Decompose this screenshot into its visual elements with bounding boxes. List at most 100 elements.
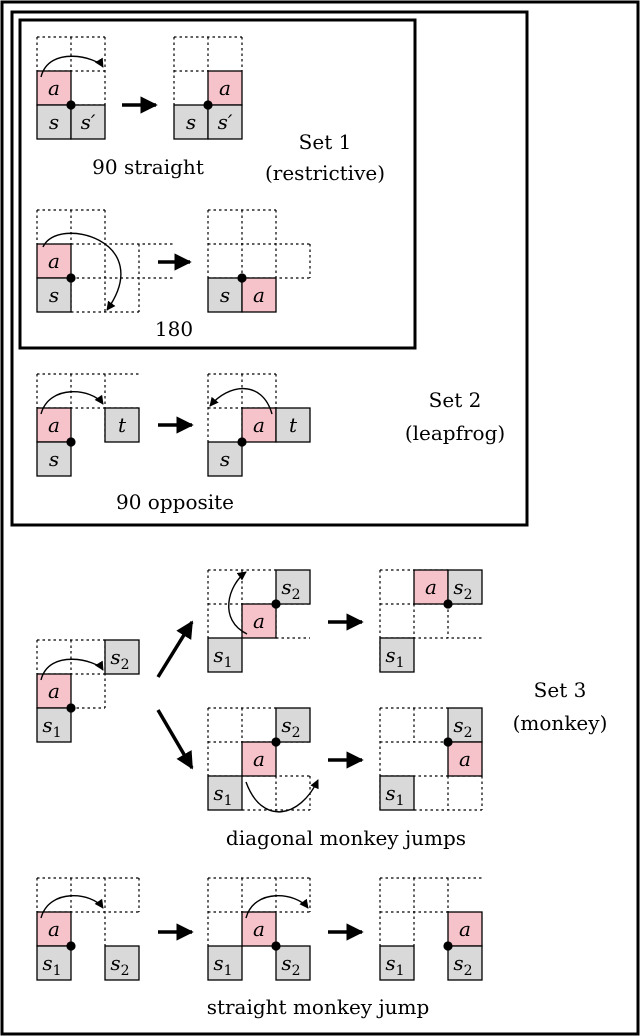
cell-label-subscript: 1 (224, 963, 233, 979)
cell-label-sp: s′ (218, 110, 233, 134)
cell-label-a: a (48, 917, 60, 941)
cell-a (36, 243, 72, 279)
pivot-dot (203, 100, 213, 110)
cell-label-subscript: 2 (121, 963, 130, 979)
set2-frame (10, 10, 529, 527)
cell-label-main: s (42, 951, 52, 975)
cell-label-t: t (118, 413, 127, 437)
caption-straight-monkey-jump: straight monkey jump (207, 995, 430, 1019)
pivot-dot (66, 273, 76, 283)
rotation-arc (245, 779, 319, 813)
cell-s1 (36, 707, 72, 743)
cell-label-main: s (110, 951, 120, 975)
pivot-dot (443, 941, 453, 951)
cell-label-s: s (220, 447, 230, 471)
cell-label-s: s (49, 110, 59, 134)
set3-subtitle: (monkey) (513, 711, 608, 735)
cell-label-s1: s1 (213, 951, 232, 979)
cell-label-subscript: 2 (292, 587, 301, 603)
pivot-dot (443, 737, 453, 747)
set1-subtitle: (restrictive) (265, 161, 385, 185)
cell-label-main: s (281, 951, 291, 975)
cell-label-main: s (213, 781, 223, 805)
rotation-arc (40, 658, 104, 681)
pivot-dot (271, 599, 281, 609)
cell-label-main: s (453, 713, 463, 737)
cell-label-s2: s2 (281, 713, 300, 741)
cell-label-subscript: 2 (464, 963, 473, 979)
cell-label-main: s (281, 713, 291, 737)
cell-s2 (104, 945, 140, 981)
cell-t (104, 407, 140, 443)
cell-label-a: a (48, 413, 60, 437)
cell-s (207, 441, 243, 477)
cell-label-main: s (385, 951, 395, 975)
cell-s (207, 277, 243, 313)
cell-label-s1: s1 (42, 713, 61, 741)
cell-label-sp: s′ (81, 110, 96, 134)
set1-frame (18, 18, 417, 350)
cell-label-subscript: 2 (464, 587, 473, 603)
cell-label-s: s (186, 110, 196, 134)
cell-s1 (207, 945, 243, 981)
cell-a (241, 407, 277, 443)
cell-label-s1: s1 (385, 781, 404, 809)
cell-label-main: s (453, 951, 463, 975)
pivot-dot (443, 599, 453, 609)
cell-label-s2: s2 (453, 713, 472, 741)
cell-label-a: a (219, 76, 231, 100)
cell-label-a: a (425, 575, 437, 599)
cell-s2 (447, 707, 483, 743)
cell-label-subscript: 1 (396, 655, 405, 671)
cell-s (36, 104, 72, 140)
cell-label-subscript: 1 (53, 963, 62, 979)
caption-180: 180 (155, 317, 193, 341)
cell-t (275, 407, 311, 443)
cell-label-subscript: 1 (53, 725, 62, 741)
cell-label-main: s (385, 643, 395, 667)
cell-a (241, 911, 277, 947)
cell-label-subscript: 1 (224, 655, 233, 671)
pivot-dot (66, 703, 76, 713)
cell-a (447, 911, 483, 947)
cell-a (36, 407, 72, 443)
cell-s2 (104, 639, 140, 675)
cell-label-a: a (48, 679, 60, 703)
caption-90-straight: 90 straight (92, 155, 204, 179)
cell-s1 (207, 775, 243, 811)
cell-label-a: a (253, 609, 265, 633)
cell-label-main: s (385, 781, 395, 805)
cell-label-s2: s2 (110, 645, 129, 673)
pivot-dot (237, 437, 247, 447)
cell-label-a: a (253, 283, 265, 307)
cell-label-s: s (220, 283, 230, 307)
cell-s (36, 277, 72, 313)
rotation-arc (40, 55, 104, 78)
cell-label-main: s (213, 951, 223, 975)
cell-sp (70, 104, 106, 140)
rotation-arc (40, 391, 104, 415)
pivot-dot (271, 737, 281, 747)
cell-label-subscript: 1 (224, 793, 233, 809)
cell-label-t: t (289, 413, 298, 437)
cell-s2 (275, 707, 311, 743)
rotation-arc (228, 571, 248, 635)
cell-label-main: s (213, 643, 223, 667)
cell-label-s: s (49, 283, 59, 307)
rotation-arc (42, 232, 122, 311)
cell-label-main: s (453, 575, 463, 599)
cell-sp (207, 104, 243, 140)
cell-s2 (275, 569, 311, 605)
cell-label-main: s (42, 713, 52, 737)
cell-label-s1: s1 (42, 951, 61, 979)
cell-label-s2: s2 (110, 951, 129, 979)
rotation-arc (245, 895, 309, 919)
cell-label-s1: s1 (385, 643, 404, 671)
cell-label-s: s (49, 447, 59, 471)
cell-label-s2: s2 (453, 951, 472, 979)
set2-subtitle: (leapfrog) (405, 421, 505, 445)
cell-a (413, 569, 449, 605)
cell-a (447, 741, 483, 777)
